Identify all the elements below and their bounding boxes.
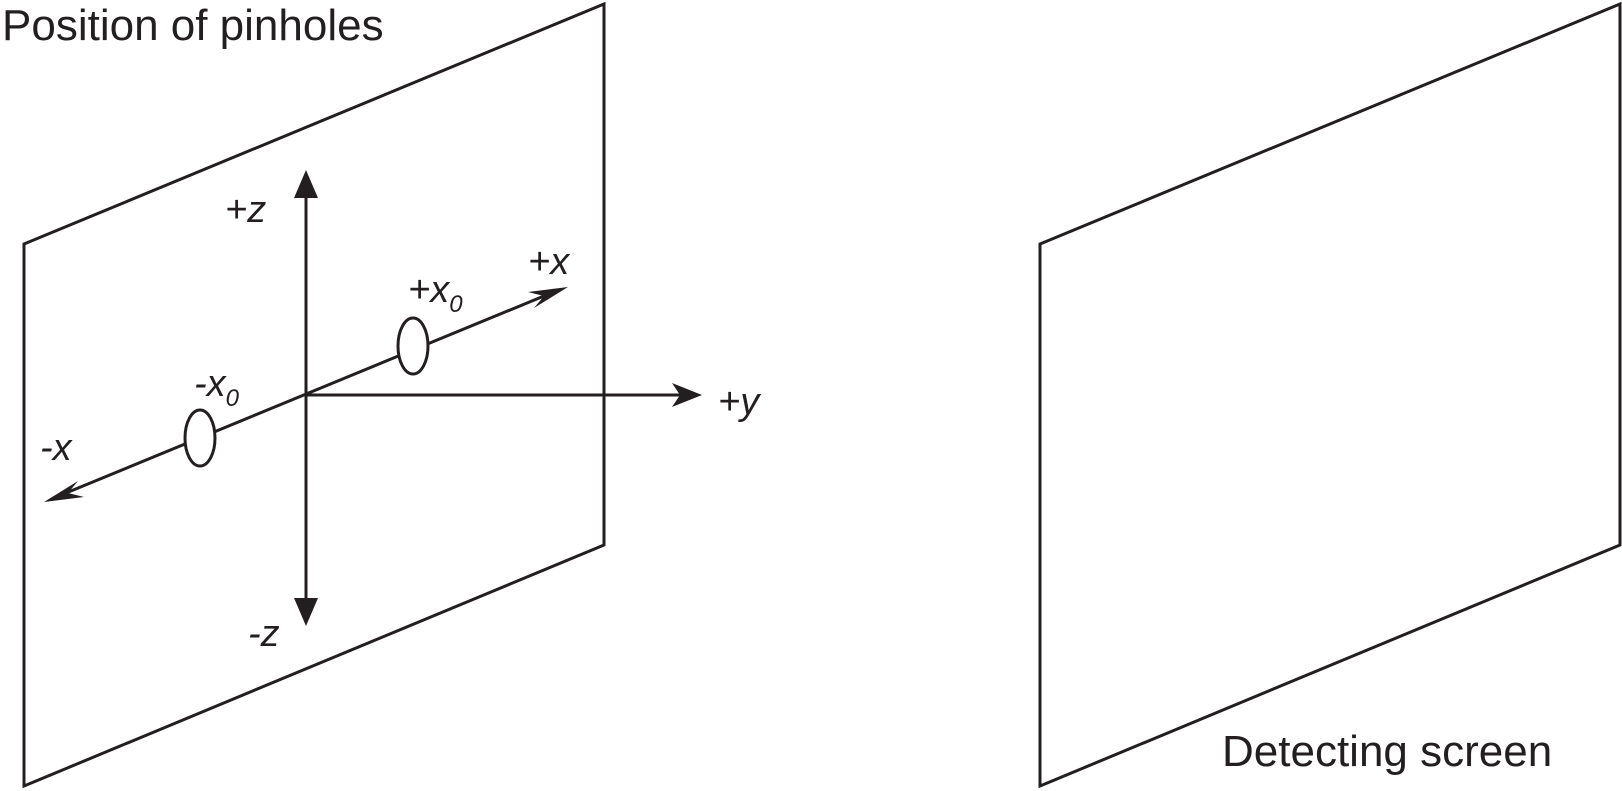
plus-x0-label-subscript: 0 [449,291,463,318]
plus-y-label: +y [718,381,761,423]
minus-x-arrowhead [44,481,84,502]
plus-x0-label-main: +x [408,269,451,311]
plus-x0-label: +x0 [408,269,463,318]
plus-y-arrowhead [672,383,702,407]
plus-x-label: +x [528,241,571,283]
minus-x0-label-subscript: 0 [226,385,240,412]
x-axis-line [65,294,545,495]
minus-x0-label: -x0 [194,363,240,412]
minus-x-label: -x [40,427,74,469]
pinhole-minus-x0 [183,408,217,468]
detecting-screen-caption: Detecting screen [1222,727,1552,776]
pinholes-caption: Position of pinholes [2,1,384,50]
pinhole-plane [22,1,606,789]
minus-z-arrowhead [294,598,318,626]
minus-x0-label-main: -x [194,363,228,405]
plus-x-arrowhead [528,287,568,308]
plus-z-label: +z [225,189,266,231]
detecting-screen-plane [1038,1,1622,789]
pinhole-plus-x0 [396,316,430,376]
plus-z-arrowhead [294,170,318,198]
minus-z-label: -z [248,613,280,655]
